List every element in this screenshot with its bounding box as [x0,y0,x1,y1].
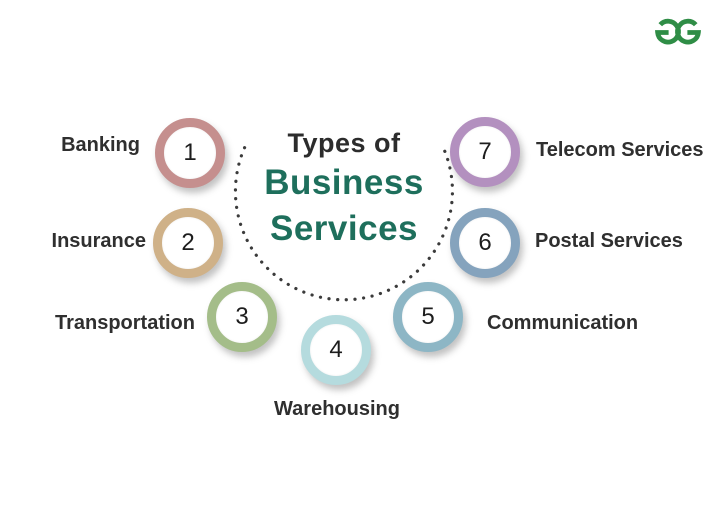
label-banking: Banking [61,134,140,156]
circle-insurance: 2 [153,208,223,278]
circle-telecom-services: 7 [450,117,520,187]
circle-number-7: 7 [478,138,492,165]
label-insurance: Insurance [51,230,146,252]
geeksforgeeks-logo-icon [654,16,702,48]
circle-number-1: 1 [183,139,197,166]
label-telecom-services: Telecom Services [536,139,704,161]
circle-warehousing: 4 [301,315,371,385]
label-warehousing: Warehousing [274,398,400,420]
circle-transportation: 3 [207,282,277,352]
page-title: Types of Business Services [244,126,444,252]
title-prefix: Types of [287,128,401,158]
label-postal-services: Postal Services [535,230,683,252]
label-communication: Communication [487,312,639,334]
circle-communication: 5 [393,282,463,352]
title-line-business: Business [264,163,424,202]
circle-number-3: 3 [235,303,249,330]
circle-number-5: 5 [421,303,435,330]
circle-banking: 1 [155,118,225,188]
circle-number-6: 6 [478,229,492,256]
circle-number-2: 2 [181,229,195,256]
circle-number-4: 4 [329,336,343,363]
label-transportation: Transportation [54,312,195,334]
title-line-services: Services [269,209,419,248]
circle-postal-services: 6 [450,208,520,278]
